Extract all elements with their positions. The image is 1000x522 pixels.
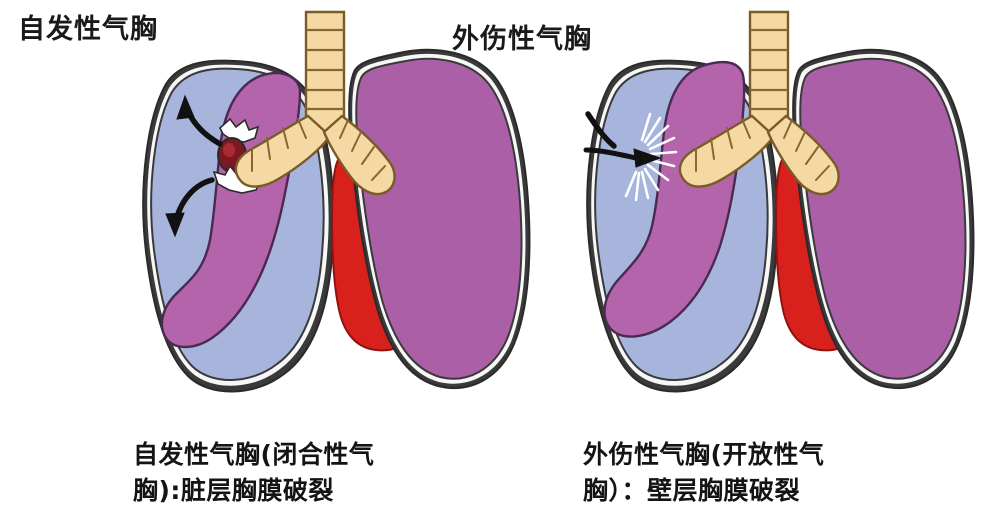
cartilage-rings-trachea (305, 28, 345, 111)
normal-lung-right (355, 57, 523, 380)
cartilage-rings-bronchus-right (783, 119, 830, 181)
air-escape-arrows (165, 94, 223, 238)
figure-traumatic-pneumothorax (552, 8, 1000, 394)
cartilage-rings-bronchus-right (339, 119, 386, 181)
cartilage-rings-bronchus-left (695, 118, 751, 172)
penetration-arrow-head (633, 148, 662, 168)
arrow-up-head (176, 94, 195, 120)
parietal-pleura-rupture-site (583, 111, 678, 202)
trachea-bronchi-tree (678, 10, 840, 196)
penetration-arrow-shaft-inner (583, 147, 639, 161)
cartilage-rings-trachea (749, 28, 789, 111)
burst-rays (624, 112, 678, 202)
normal-lung-right (799, 57, 967, 380)
caption-spontaneous-line1: 自发性气胸(闭合性气 (133, 440, 375, 469)
cartilage-rings-bronchus-left (251, 118, 307, 172)
caption-traumatic-line1: 外伤性气胸(开放性气 (583, 440, 825, 469)
caption-spontaneous-line2: 胸):脏层胸膜破裂 (133, 475, 334, 505)
arrow-down-head (165, 212, 185, 238)
figure-spontaneous-pneumothorax (108, 8, 558, 394)
rupture-core-highlight (223, 143, 235, 157)
panel-title-traumatic: 外伤性气胸 (452, 24, 592, 55)
chest-wall-right-traumatic (792, 48, 975, 390)
caption-spontaneous: 自发性气胸(闭合性气 胸):脏层胸膜破裂 (133, 437, 374, 508)
trachea-bronchi-tree (234, 10, 396, 196)
caption-traumatic-line2: 胸）：壁层胸膜破裂 (583, 475, 801, 505)
panel-title-spontaneous: 自发性气胸 (18, 14, 158, 45)
caption-traumatic: 外伤性气胸(开放性气 胸）：壁层胸膜破裂 (583, 437, 824, 508)
penetration-arrow-shaft-outer (585, 111, 617, 149)
chest-wall-right (348, 48, 531, 390)
